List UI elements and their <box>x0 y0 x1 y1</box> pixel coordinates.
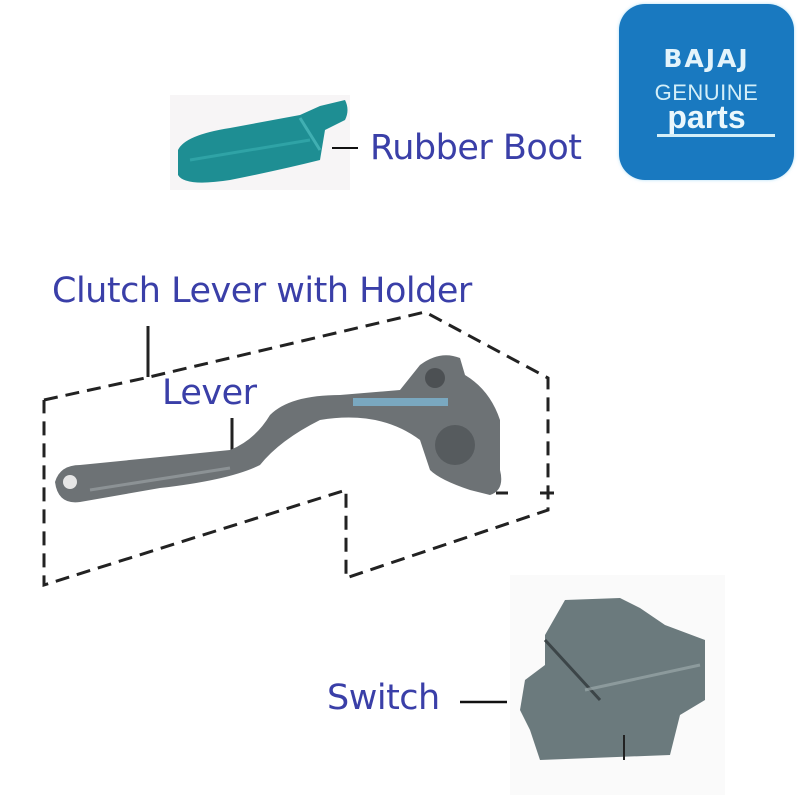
logo-genuine: GENUINE <box>654 80 759 105</box>
switch-image <box>510 575 725 795</box>
bajaj-genuine-parts-logo: BAJAJ GENUINE parts <box>619 4 794 180</box>
logo-parts: parts <box>667 99 746 135</box>
rubber-boot-image <box>170 95 350 190</box>
label-rubber-boot: Rubber Boot <box>370 128 582 168</box>
label-switch: Switch <box>327 678 440 718</box>
clutch-lever-image <box>55 355 502 503</box>
logo-brand: BAJAJ <box>663 44 750 73</box>
label-clutch-lever-with-holder: Clutch Lever with Holder <box>52 271 472 311</box>
clutch-lever-holder-outline <box>42 310 550 588</box>
label-lever: Lever <box>162 373 257 413</box>
logo-underline <box>657 134 775 137</box>
